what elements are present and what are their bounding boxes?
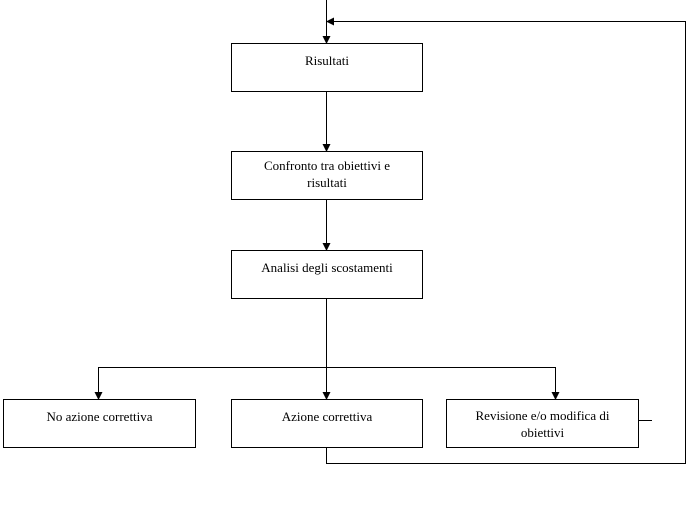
node-confronto: Confronto tra obiettivi e risultati [231, 151, 423, 200]
node-risultati: Risultati [231, 43, 423, 92]
node-revisione: Revisione e/o modifica di obiettivi [446, 399, 639, 448]
feedback-loop [326, 17, 686, 464]
node-azione: Azione correttiva [231, 399, 423, 448]
node-no-azione: No azione correttiva [3, 399, 196, 448]
node-analisi: Analisi degli scostamenti [231, 250, 423, 299]
